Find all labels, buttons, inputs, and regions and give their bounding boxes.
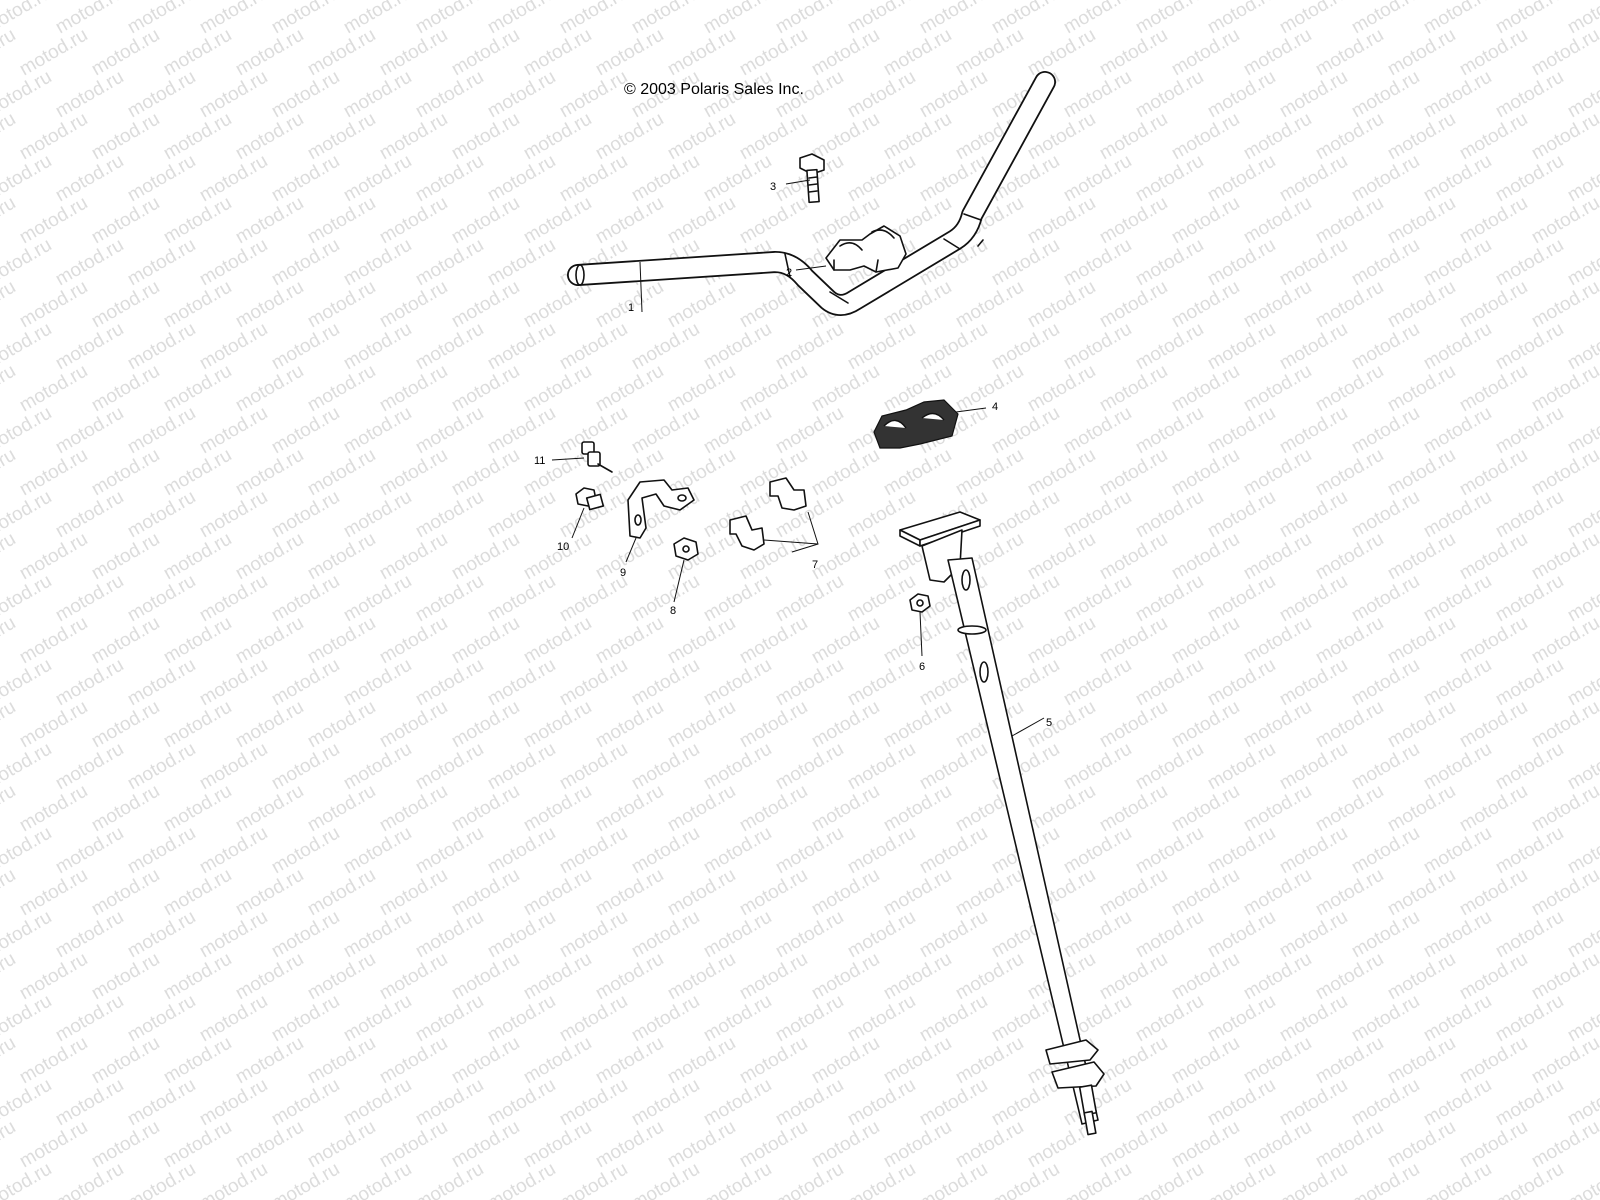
copyright-text: © 2003 Polaris Sales Inc.	[624, 81, 804, 98]
callout-9: 9	[620, 567, 626, 579]
callout-1: 1	[628, 302, 634, 314]
bracket-part-9	[627, 479, 695, 539]
callout-11: 11	[534, 455, 545, 467]
leader-lines	[551, 179, 1045, 737]
upper-clamp-part	[825, 225, 907, 273]
callout-6: 6	[919, 661, 925, 673]
clips-part-7	[729, 477, 807, 551]
bolt-part-10	[575, 487, 605, 511]
callout-8: 8	[670, 605, 676, 617]
bolt-part	[799, 153, 825, 204]
callout-2: 2	[786, 267, 792, 279]
fitting-part-11	[581, 441, 613, 473]
callout-labels: 1 2 3 4 5 6 7 8 9 10 11	[534, 181, 1052, 729]
lower-clamp-part	[873, 399, 959, 449]
callout-5: 5	[1046, 717, 1052, 729]
callout-4: 4	[992, 401, 998, 413]
callout-7: 7	[812, 559, 818, 571]
callout-10: 10	[557, 541, 569, 553]
nut-part-8	[673, 537, 699, 561]
steering-post-part	[899, 511, 1105, 1136]
handlebar-part	[567, 71, 1056, 316]
nut-part-6	[909, 593, 931, 613]
callout-3: 3	[770, 181, 776, 193]
